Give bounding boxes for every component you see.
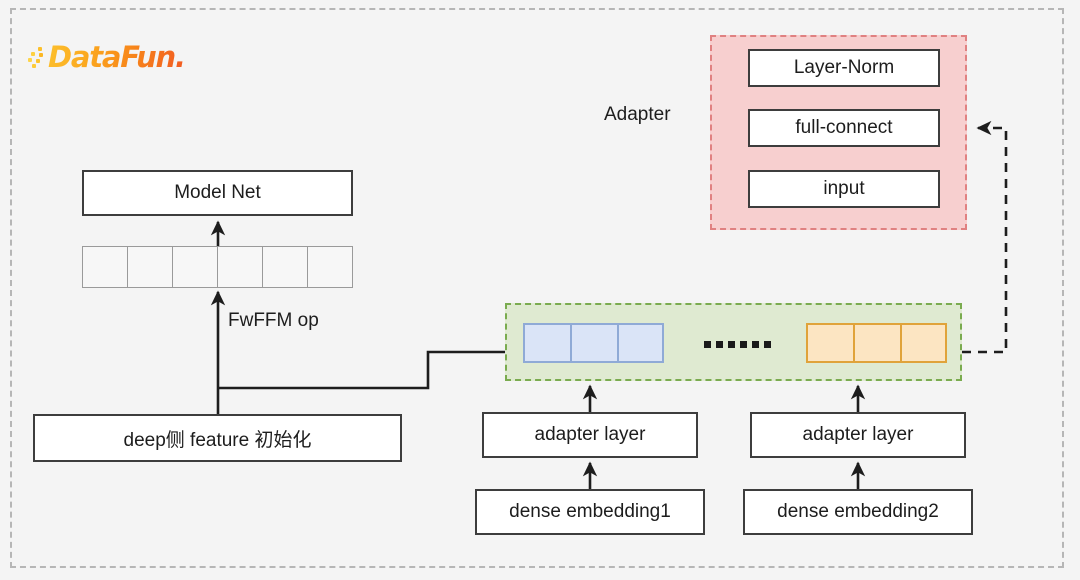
blue-embedding-cell [523,323,570,363]
adapter-layer-label-1: adapter layer [534,424,646,445]
deep-feature-init-box[interactable]: deep侧 feature 初始化 [33,414,402,462]
vector-cell [262,246,307,288]
logo-dots-icon [28,46,47,68]
adapter-layer-label-2: adapter layer [802,424,914,445]
blue-embedding-cell [570,323,617,363]
orange-embedding-cell [853,323,900,363]
logo-wordmark: DataFun. [48,40,186,74]
full-connect-label: full-connect [795,117,893,138]
orange-embedding-cell [900,323,947,363]
blue-embedding-cell [617,323,664,363]
deep-feature-init-label: deep侧 feature 初始化 [123,429,312,451]
orange-embedding-group[interactable] [806,323,947,363]
feature-vector-strip [82,246,353,288]
dense-embedding-label-2: dense embedding2 [777,501,939,522]
blue-embedding-group[interactable] [523,323,664,363]
input-label: input [823,178,865,199]
datafun-logo: DataFun. [28,40,186,74]
dense-embedding-box-2[interactable]: dense embedding2 [743,489,973,535]
model-net-label: Model Net [174,182,261,203]
adapter-panel-label: Adapter [604,104,671,125]
layer-norm-box[interactable]: Layer-Norm [748,49,940,87]
full-connect-box[interactable]: full-connect [748,109,940,147]
vector-cell [217,246,262,288]
dense-embedding-box-1[interactable]: dense embedding1 [475,489,705,535]
dense-embedding-label-1: dense embedding1 [509,501,671,522]
embedding-ellipsis-icon [704,341,771,348]
adapter-layer-box-2[interactable]: adapter layer [750,412,966,458]
orange-embedding-cell [806,323,853,363]
adapter-layer-box-1[interactable]: adapter layer [482,412,698,458]
layer-norm-label: Layer-Norm [793,57,895,78]
vector-cell [172,246,217,288]
vector-cell [307,246,353,288]
vector-cell [127,246,172,288]
vector-cell [82,246,127,288]
model-net-box[interactable]: Model Net [82,170,353,216]
input-box[interactable]: input [748,170,940,208]
fwffm-op-label: FwFFM op [228,310,319,331]
